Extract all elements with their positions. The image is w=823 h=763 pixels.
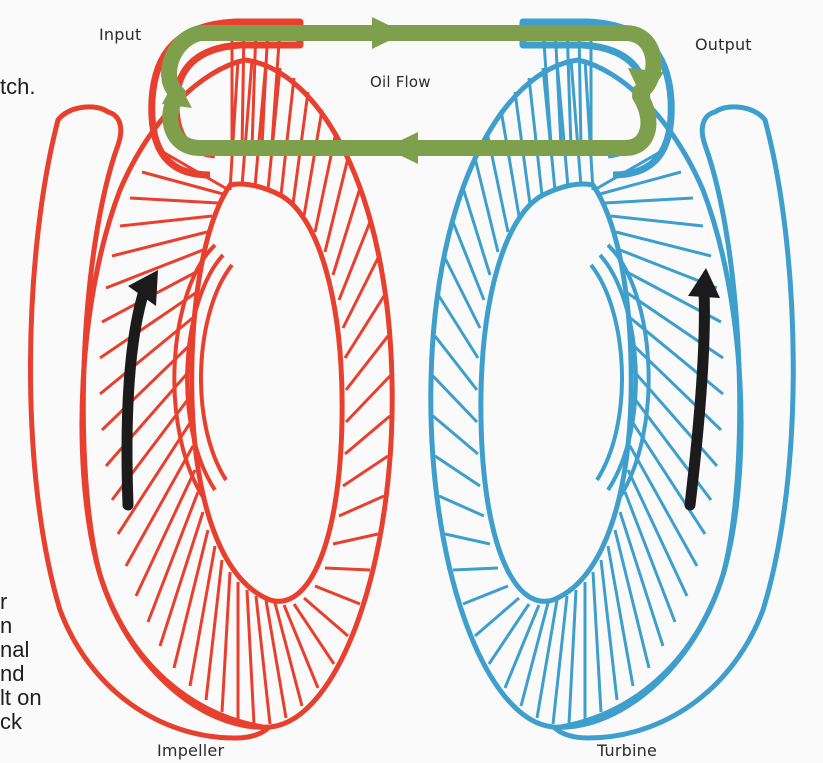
curved-arrow-up-icon	[688, 268, 720, 298]
impeller-blades	[100, 60, 390, 724]
cropped-text-top: tch.	[0, 75, 35, 99]
input-label: Input	[99, 25, 141, 44]
cropped-text-line: ck	[0, 710, 42, 734]
oil-flow-label: Oil Flow	[370, 73, 431, 91]
cropped-text-block: r n nal nd lt on ck	[0, 590, 42, 734]
cropped-text-line: n	[0, 614, 42, 638]
cropped-text-line: lt on	[0, 686, 42, 710]
impeller-label: Impeller	[157, 741, 224, 760]
turbine-blades	[433, 60, 723, 724]
turbine-label: Turbine	[597, 741, 657, 760]
turbine-unit	[431, 22, 793, 738]
cropped-text-line: nd	[0, 662, 42, 686]
output-label: Output	[695, 35, 752, 54]
cropped-text-line: nal	[0, 638, 42, 662]
impeller-unit	[30, 22, 392, 738]
cropped-text-line: r	[0, 590, 42, 614]
turbine-outer-shell	[555, 107, 793, 738]
impeller-outer-shell	[30, 107, 268, 738]
flow-arrow-icon	[385, 132, 418, 164]
flow-arrow-icon	[372, 17, 405, 49]
